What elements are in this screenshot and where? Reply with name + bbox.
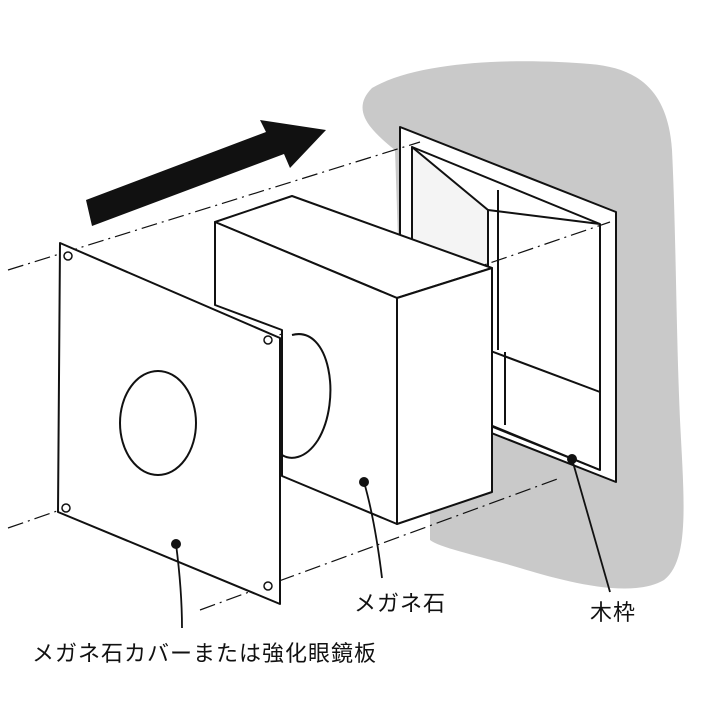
label-wood-frame: 木枠 [590,601,637,626]
megane-stone [214,195,493,525]
label-cover-plate: メガネ石カバーまたは強化眼鏡板 [32,642,378,667]
label-megane-stone: メガネ石 [354,592,447,617]
plate-screw-holes [61,251,273,591]
arrow-icon [86,120,326,226]
cover-plate [57,242,281,605]
leader-lines [175,458,611,629]
